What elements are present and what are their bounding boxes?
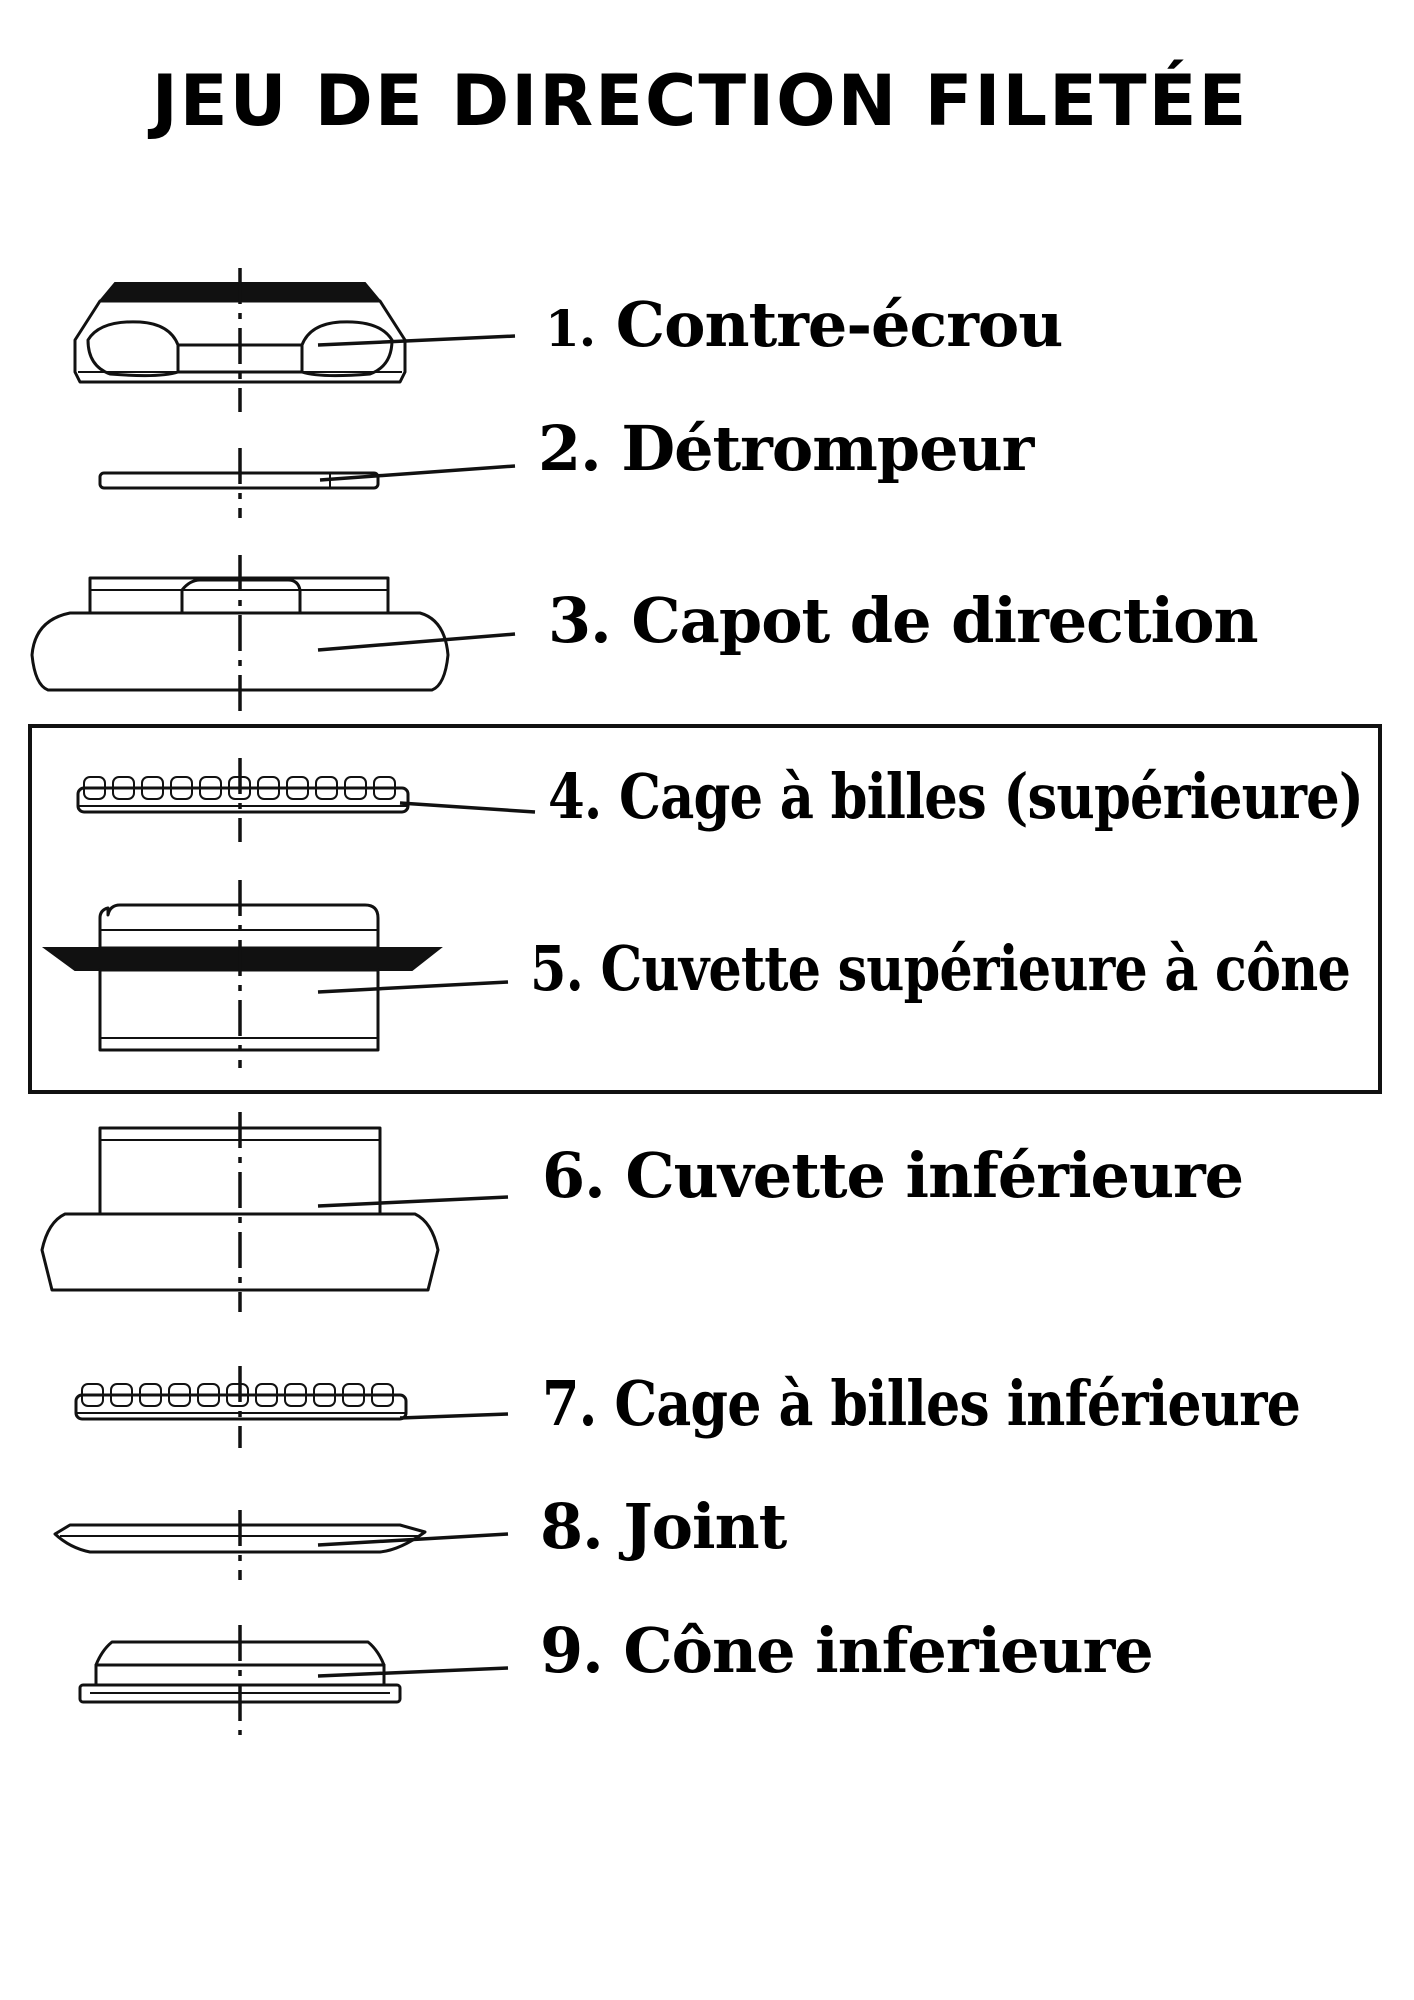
ball-slot [197,1383,220,1407]
ball-slot [139,1383,162,1407]
part-label-6: 6. Cuvette inférieure [542,1139,1243,1212]
ball-slot [112,776,135,800]
ball-slot [313,1383,336,1407]
part-label-4: 4. Cage à billes (supérieure) [548,760,1363,833]
ball-slot [168,1383,191,1407]
part-1-lock-nut-drawing [73,282,407,384]
part-label-8: 8. Joint [540,1490,788,1563]
highlight-frame [28,724,1382,1094]
ball-slot [110,1383,133,1407]
part-label-3: 3. Capot de direction [548,584,1258,657]
part-5-upper-cup-cone-drawing [41,903,443,1052]
part-label-9: 9. Cône inferieure [540,1614,1153,1687]
part-label-1: 1. Contre-écrou [545,288,1062,361]
page-title: JEU DE DIRECTION FILETÉE [148,60,1249,142]
ball-slot [373,776,396,800]
part-7-lower-ball-cage-drawing [74,1383,408,1421]
leader-lines [317,334,536,1678]
ball-slot [371,1383,394,1407]
part-label-5: 5. Cuvette supérieure à cône [530,932,1350,1005]
ball-slot [342,1383,365,1407]
ball-slot [83,776,106,800]
ball-slot [141,776,164,800]
ball-slot [199,776,222,800]
part-label-2: 2. Détrompeur [538,412,1036,485]
part-labels: 1. Contre-écrou 2. Détrompeur 3. Capot d… [530,288,1364,1687]
ball-slot [255,1383,278,1407]
ball-slot [284,1383,307,1407]
ball-slot [170,776,193,800]
ball-slot [344,776,367,800]
ball-slot [81,1383,104,1407]
part-4-upper-ball-cage-drawing [76,776,410,814]
part-label-7: 7. Cage à billes inférieure [542,1367,1300,1440]
ball-slot [315,776,338,800]
ball-slot [257,776,280,800]
ball-slot [286,776,309,800]
ball-slot [226,1383,249,1407]
